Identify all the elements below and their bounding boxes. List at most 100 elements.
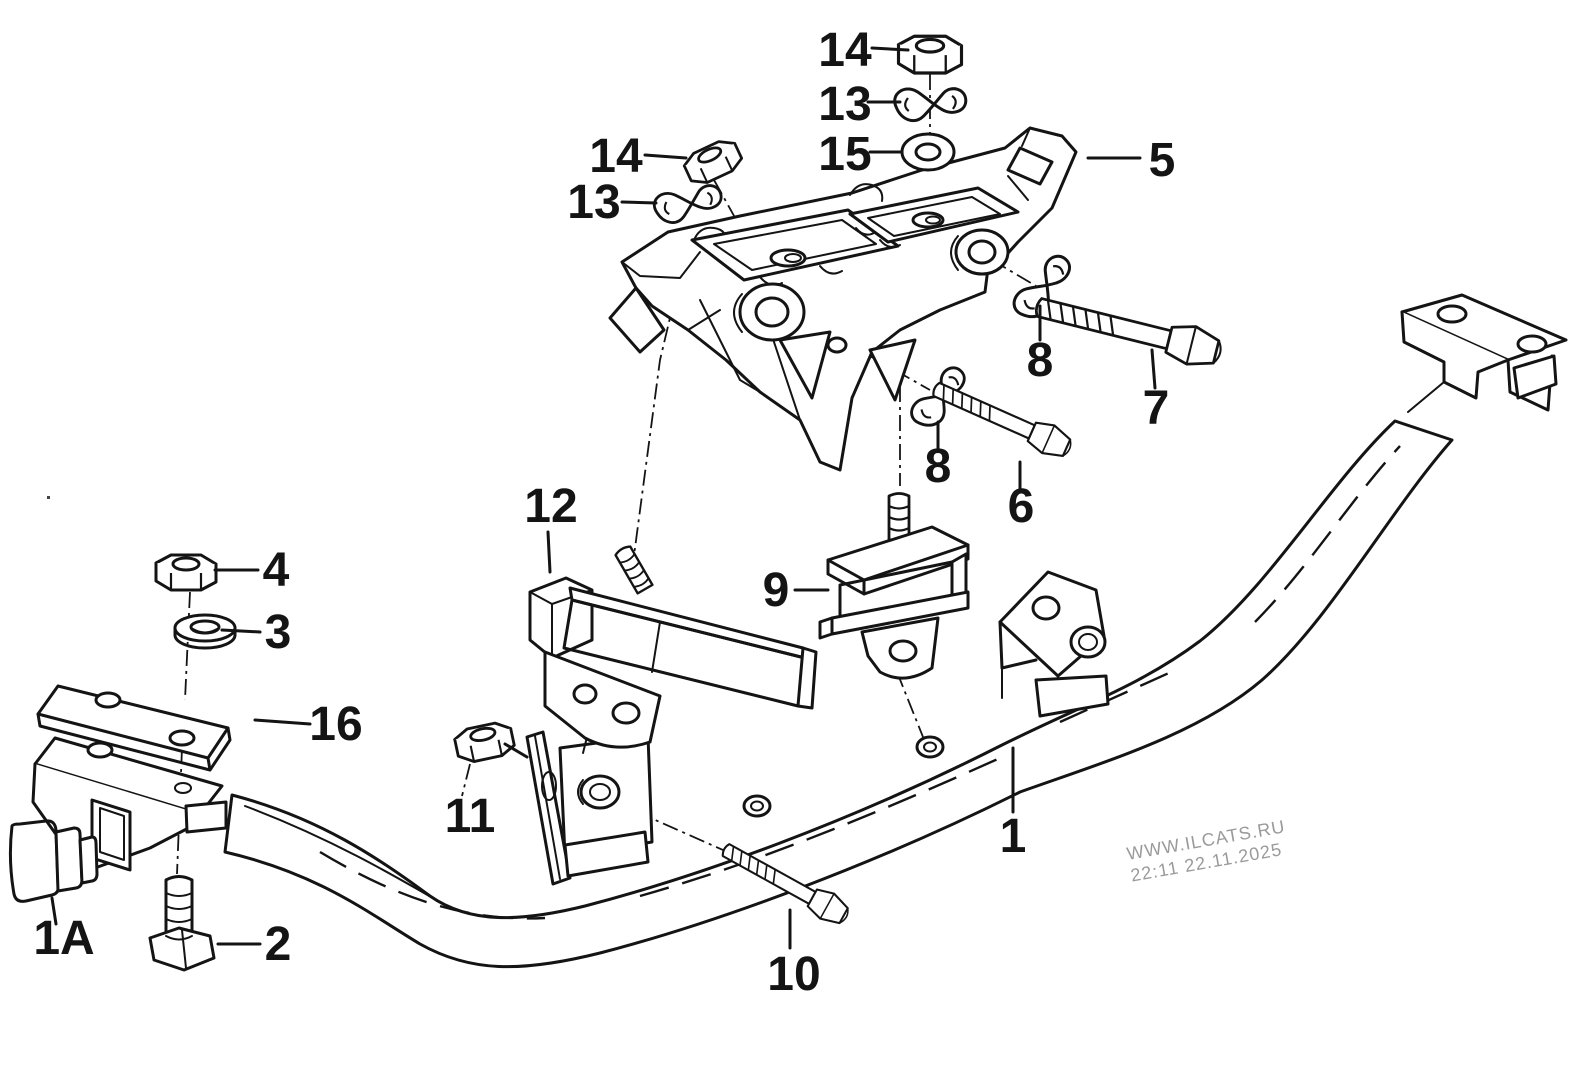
diagram-line bbox=[577, 779, 584, 805]
diagram-line bbox=[1007, 127, 1031, 201]
diagram-line bbox=[534, 735, 561, 880]
diagram-line bbox=[826, 336, 848, 354]
diagram-line bbox=[1150, 348, 1157, 390]
crossmember-end-bracket-right bbox=[1400, 293, 1568, 413]
diagram-line bbox=[165, 929, 193, 969]
diagram-line bbox=[896, 671, 926, 743]
diagram-line bbox=[784, 253, 802, 263]
diagram-line bbox=[818, 616, 834, 640]
diagram-line bbox=[925, 215, 941, 225]
diagram-line bbox=[546, 530, 552, 574]
callout-labels: 14 13 15 5 14 13 8 7 8 6 12 9 4 3 16 11 … bbox=[33, 24, 1175, 1001]
diagram-line bbox=[923, 741, 937, 753]
diagram-line bbox=[998, 570, 1106, 678]
washer-3 bbox=[173, 613, 237, 650]
diagram-line bbox=[844, 341, 931, 391]
callout-16: 16 bbox=[309, 698, 362, 751]
callout-3: 3 bbox=[265, 606, 292, 659]
diagram-line bbox=[589, 783, 611, 801]
callout-14-top: 14 bbox=[818, 24, 872, 77]
callout-9: 9 bbox=[763, 564, 790, 617]
diagram-line bbox=[1078, 633, 1098, 651]
diagram-line bbox=[914, 142, 942, 162]
diagram-line bbox=[651, 621, 661, 673]
diagram-line bbox=[563, 830, 650, 878]
diagram-line bbox=[621, 251, 701, 279]
callout-1: 1 bbox=[1000, 810, 1027, 863]
diagram-line bbox=[849, 183, 884, 202]
diagram-line bbox=[855, 227, 901, 249]
callout-8-lower: 8 bbox=[925, 440, 952, 493]
diagram-line bbox=[713, 219, 877, 271]
diagram-line bbox=[8, 819, 60, 903]
washer-15 bbox=[900, 132, 956, 172]
diagram-line bbox=[733, 235, 959, 333]
nut-14-left bbox=[679, 134, 747, 190]
nut-4 bbox=[154, 553, 218, 592]
diagram-line bbox=[1069, 625, 1107, 659]
diagram-line bbox=[911, 211, 945, 229]
diagram-line bbox=[1512, 354, 1558, 400]
diagram-line bbox=[796, 646, 818, 710]
diagram-line bbox=[742, 794, 772, 818]
diagram-line bbox=[99, 807, 125, 861]
callout-2: 2 bbox=[265, 918, 292, 971]
diagram-line bbox=[967, 239, 997, 265]
diagram-line bbox=[868, 338, 917, 402]
callout-14-left: 14 bbox=[589, 130, 643, 183]
diagram-line bbox=[639, 756, 1001, 898]
transmission-mount-12 bbox=[528, 543, 818, 749]
leader-lines bbox=[50, 46, 1157, 950]
diagram-line bbox=[503, 742, 529, 759]
diagram-line bbox=[54, 826, 84, 893]
diagram-line bbox=[253, 718, 312, 726]
callout-4: 4 bbox=[263, 544, 290, 597]
diagram-line bbox=[769, 248, 807, 268]
rubber-buffer-1A bbox=[8, 819, 99, 903]
diagram-line bbox=[78, 835, 99, 885]
mount12-stud bbox=[613, 543, 654, 595]
diagram-line bbox=[173, 626, 237, 650]
diagram-line bbox=[192, 628, 218, 634]
diagram-line bbox=[36, 712, 232, 772]
diagram-line bbox=[1031, 595, 1061, 621]
diagram-line bbox=[165, 892, 193, 923]
spring-washer-13-left bbox=[649, 175, 727, 229]
nut-11 bbox=[451, 718, 518, 766]
watermark: WWW.ILCATS.RU 22:11 22.11.2025 bbox=[1125, 816, 1287, 885]
nut-14-top bbox=[896, 34, 964, 75]
diagram-line bbox=[148, 926, 216, 972]
callout-5: 5 bbox=[1149, 134, 1176, 187]
diagram-line bbox=[915, 735, 945, 759]
scan-speck bbox=[47, 496, 50, 499]
callout-11: 11 bbox=[445, 790, 496, 843]
diagram-line bbox=[1254, 445, 1401, 623]
bolt-7 bbox=[1030, 286, 1227, 373]
crossmember-plate-bracket-mid bbox=[525, 712, 654, 886]
engine-mount-9 bbox=[818, 492, 970, 680]
diagram-line bbox=[611, 701, 641, 725]
diagram-line bbox=[174, 782, 192, 794]
diagram-line bbox=[1436, 304, 1468, 324]
diagram-line bbox=[1006, 146, 1054, 186]
callout-12: 12 bbox=[524, 480, 577, 533]
diagram-line bbox=[1034, 674, 1110, 718]
diagram-line bbox=[223, 419, 1454, 969]
callout-1A: 1A bbox=[33, 912, 94, 965]
crossmember-tube bbox=[223, 419, 1454, 969]
callout-6: 6 bbox=[1008, 480, 1035, 533]
callout-13-top: 13 bbox=[818, 78, 871, 131]
callout-15: 15 bbox=[818, 128, 871, 181]
diagram-line bbox=[541, 771, 557, 801]
diagram-line bbox=[608, 286, 666, 354]
diagram-line bbox=[1407, 381, 1445, 413]
diagram-line bbox=[870, 46, 910, 52]
diagram-line bbox=[94, 691, 122, 709]
diagram-line bbox=[754, 296, 790, 328]
diagram-line bbox=[1059, 666, 1181, 724]
diagram-line bbox=[50, 896, 58, 926]
crossmember-mount-bracket-right bbox=[998, 570, 1110, 718]
lock-plate-16 bbox=[36, 684, 232, 772]
